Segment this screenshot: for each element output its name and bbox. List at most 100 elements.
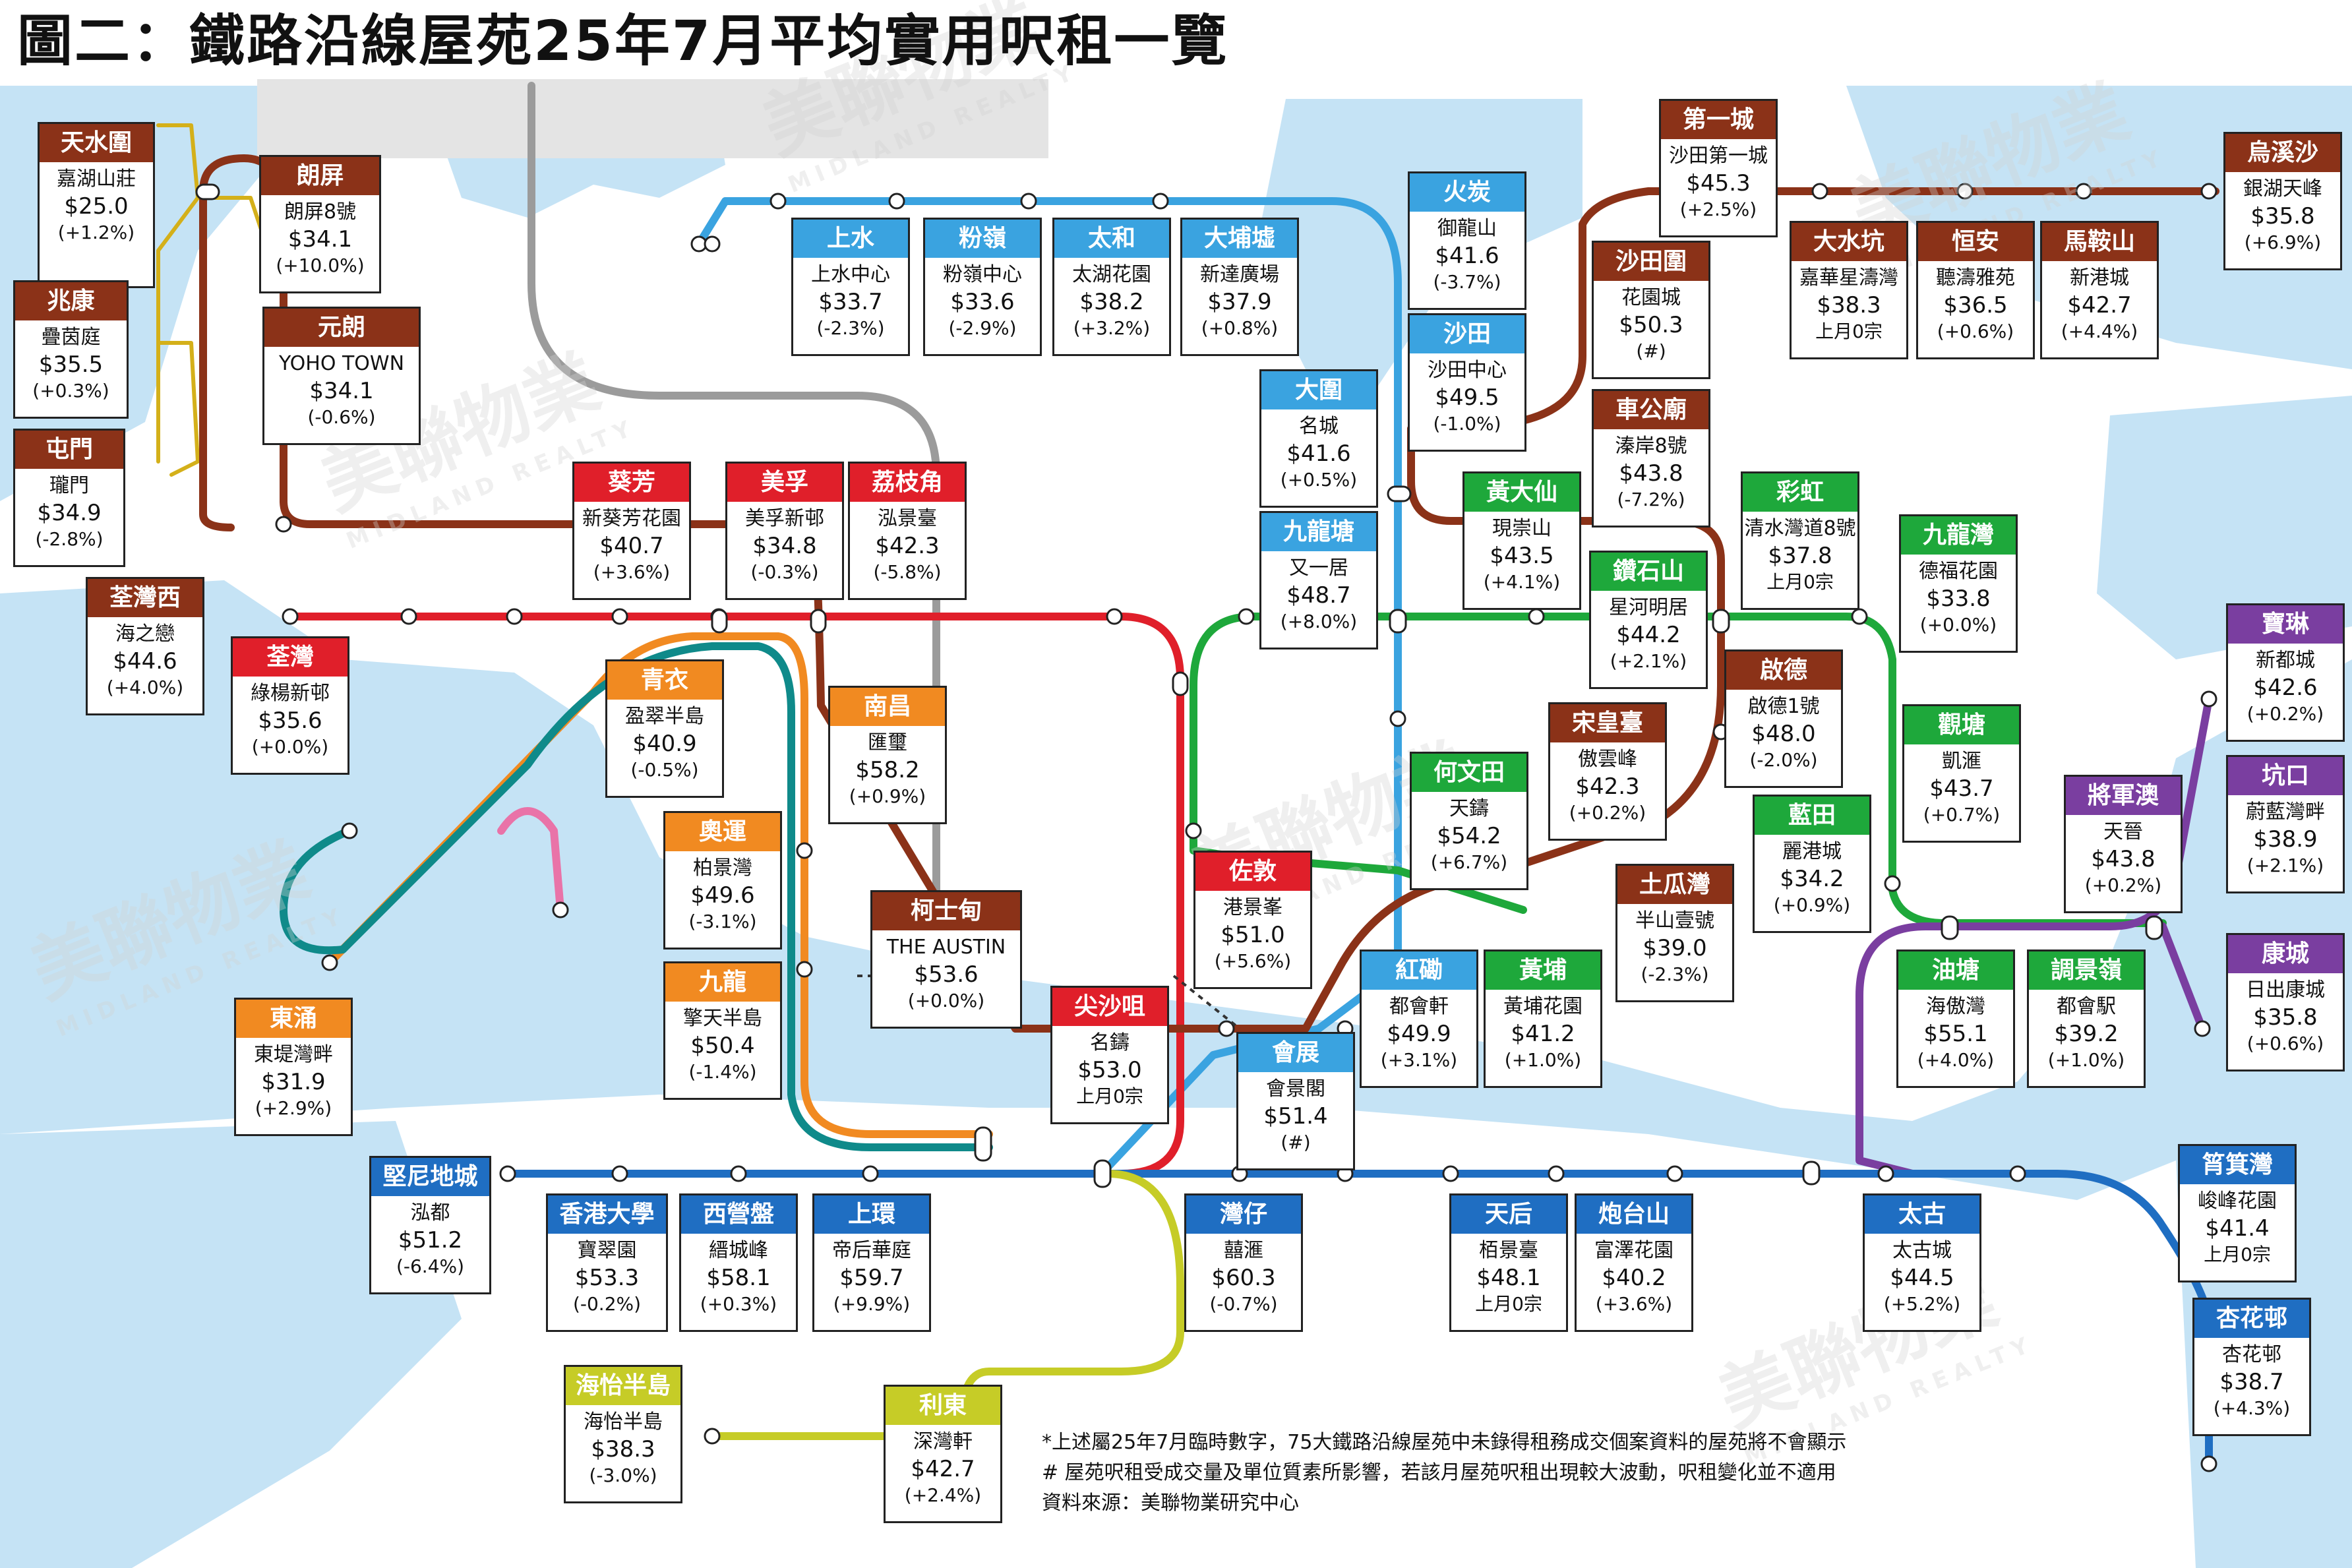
station-label-wan-chai: 灣仔囍滙$60.3(-0.7%) xyxy=(1184,1193,1303,1332)
rent-change: (-3.7%) xyxy=(1433,271,1501,293)
station-label-fanling: 粉嶺粉嶺中心$33.6(-2.9%) xyxy=(923,218,1042,356)
rent-value: $25.0 xyxy=(64,193,129,220)
estate-name: 沙田中心 xyxy=(1428,359,1507,382)
estate-name: 德福花園 xyxy=(1919,560,1998,583)
estate-name: 聽濤雅苑 xyxy=(1936,266,2015,289)
rent-change: (+0.0%) xyxy=(251,736,329,758)
station-name: 啟德 xyxy=(1726,651,1841,690)
estate-name: 帝后華庭 xyxy=(832,1239,911,1262)
map-station-dot xyxy=(275,516,292,533)
rent-value: $35.8 xyxy=(2253,1004,2318,1031)
station-name: 沙田圍 xyxy=(1594,243,1708,281)
estate-name: 富澤花園 xyxy=(1594,1239,1674,1262)
station-label-tai-wai: 大圍名城$41.6(+0.5%) xyxy=(1259,369,1378,508)
interchange-marker xyxy=(1387,485,1412,502)
estate-name: 上水中心 xyxy=(811,263,890,286)
map-station-dot xyxy=(341,822,358,839)
estate-name: 匯璽 xyxy=(868,731,907,754)
map-station-dot xyxy=(1811,183,1828,200)
station-name: 香港大學 xyxy=(548,1195,666,1234)
rent-change: (-1.0%) xyxy=(1433,413,1501,435)
station-label-lei-tung: 利東深灣軒$42.7(+2.4%) xyxy=(884,1385,1002,1523)
rent-change: (-3.0%) xyxy=(589,1464,657,1486)
rent-value: $41.2 xyxy=(1511,1021,1575,1047)
station-label-tsuen-wan-west: 荃灣西海之戀$44.6(+4.0%) xyxy=(86,577,204,715)
rent-change: (+4.4%) xyxy=(2061,320,2138,342)
estate-name: 又一居 xyxy=(1289,557,1348,580)
estate-name: 天鑄 xyxy=(1449,797,1489,820)
station-label-city-one: 第一城沙田第一城$45.3(+2.5%) xyxy=(1659,99,1778,237)
rent-value: $38.3 xyxy=(591,1436,655,1462)
estate-name: 深灣軒 xyxy=(913,1430,973,1453)
estate-name: 傲雲峰 xyxy=(1578,748,1637,771)
map-station-dot xyxy=(1442,1165,1459,1182)
station-label-to-kwa-wan: 土瓜灣半山壹號$39.0(-2.3%) xyxy=(1615,864,1734,1002)
estate-name: 粉嶺中心 xyxy=(943,263,1022,286)
rent-change: (-6.4%) xyxy=(396,1255,465,1277)
estate-name: 現崇山 xyxy=(1492,517,1552,540)
rent-value: $38.2 xyxy=(1079,289,1144,315)
map-station-dot xyxy=(1185,822,1202,839)
rent-change: (+1.0%) xyxy=(2047,1049,2125,1071)
station-name: 天后 xyxy=(1451,1195,1566,1234)
rent-value: $38.7 xyxy=(2219,1369,2284,1395)
station-name: 灣仔 xyxy=(1186,1195,1301,1234)
rent-change: (+0.0%) xyxy=(907,990,985,1011)
station-name: 何文田 xyxy=(1412,754,1526,792)
station-name: 柯士甸 xyxy=(872,892,1020,930)
station-name: 兆康 xyxy=(15,282,127,320)
station-label-kwun-tong: 觀塘凱滙$43.7(+0.7%) xyxy=(1902,704,2021,843)
map-station-dot xyxy=(2200,690,2217,708)
station-label-ho-man-tin: 何文田天鑄$54.2(+6.7%) xyxy=(1410,752,1528,890)
estate-name: 海怡半島 xyxy=(584,1410,663,1433)
station-name: 車公廟 xyxy=(1594,391,1708,429)
rent-change: (+2.5%) xyxy=(1679,198,1757,220)
station-name: 東涌 xyxy=(236,1000,351,1038)
map-station-dot xyxy=(704,1428,721,1445)
station-name: 調景嶺 xyxy=(2029,951,2144,990)
rent-change: (-0.5%) xyxy=(630,759,699,781)
station-label-jordan: 佐敦港景峯$51.0(+5.6%) xyxy=(1193,851,1312,989)
rent-value: $37.9 xyxy=(1207,289,1272,315)
station-label-sha-tin-wai: 沙田圍花園城$50.3(#) xyxy=(1592,241,1710,379)
land-area xyxy=(257,79,1048,158)
map-station-dot xyxy=(2200,1455,2217,1472)
rent-value: $50.4 xyxy=(690,1033,755,1059)
estate-name: 綠楊新邨 xyxy=(251,682,330,705)
station-label-diamond-hill: 鑽石山星河明居$44.2(+2.1%) xyxy=(1589,551,1708,689)
rent-change: (+6.9%) xyxy=(2244,231,2322,253)
rent-value: $60.3 xyxy=(1211,1265,1276,1291)
rent-value: $40.2 xyxy=(1602,1265,1666,1291)
rent-change: (+0.2%) xyxy=(2246,703,2324,725)
rent-value: $44.6 xyxy=(113,648,177,675)
station-label-long-ping: 朗屏朗屏8號$34.1(+10.0%) xyxy=(259,155,381,293)
station-name: 天水圍 xyxy=(40,124,153,162)
station-name: 將軍澳 xyxy=(2066,777,2181,815)
map-station-dot xyxy=(1851,608,1868,625)
station-name: 太古 xyxy=(1865,1195,1979,1234)
estate-name: 新葵芳花園 xyxy=(582,507,681,530)
rent-value: $39.0 xyxy=(1643,935,1707,961)
rent-change: (-3.1%) xyxy=(688,911,757,932)
station-label-tin-shui-wai: 天水圍嘉湖山莊$25.0(+1.2%) xyxy=(38,122,155,288)
station-label-sha-tin: 沙田沙田中心$49.5(-1.0%) xyxy=(1408,313,1526,452)
estate-name: 都會駅 xyxy=(2057,995,2116,1018)
estate-name: 名城 xyxy=(1299,415,1339,438)
rent-value: $42.3 xyxy=(1575,773,1640,800)
walking-connector xyxy=(857,975,1241,1030)
map-station-dot xyxy=(1528,608,1545,625)
rent-change: (+0.0%) xyxy=(1919,614,1997,636)
interchange-marker xyxy=(1172,671,1189,696)
footnote: # 屋苑呎租受成交量及單位質素所影響，若該月屋苑呎租出現較大波動，呎租變化並不適… xyxy=(1042,1461,1836,1484)
rent-value: $43.8 xyxy=(2091,846,2156,872)
rent-change: (-2.3%) xyxy=(1641,963,1709,985)
rent-value: $49.6 xyxy=(690,882,755,909)
map-station-dot xyxy=(796,842,813,859)
station-name: 大圍 xyxy=(1261,371,1376,409)
station-name: 上環 xyxy=(814,1195,929,1234)
rent-change: 上月0宗 xyxy=(1076,1085,1143,1107)
rent-value: $40.7 xyxy=(599,533,664,559)
map-station-dot xyxy=(2194,1020,2211,1037)
rent-value: $49.5 xyxy=(1435,384,1499,411)
